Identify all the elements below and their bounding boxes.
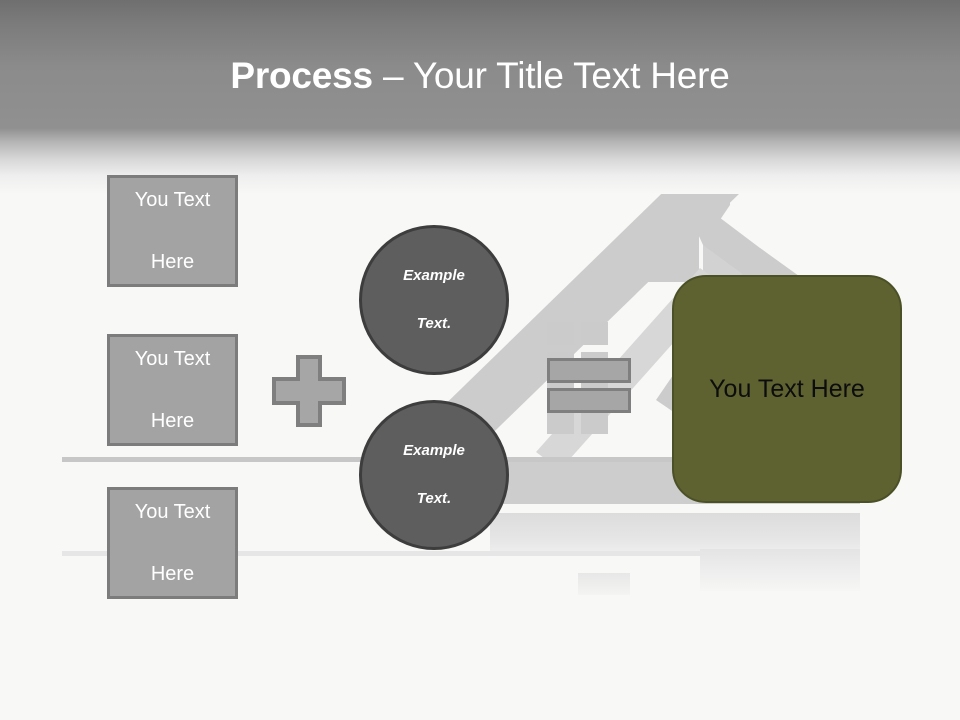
brick-bar-lower xyxy=(547,388,631,413)
grid-bricks-motif xyxy=(547,322,631,434)
decor-band-reflection-3 xyxy=(578,573,630,595)
brick-cell xyxy=(581,411,608,434)
result-box-label: You Text Here xyxy=(709,375,865,403)
brick-cell xyxy=(581,322,608,345)
decor-rule-lower xyxy=(62,551,702,556)
brick-cell xyxy=(547,322,574,345)
page-title-separator: – xyxy=(372,55,413,96)
brick-cell xyxy=(547,411,574,434)
page-title: Process – Your Title Text Here xyxy=(0,52,960,99)
plus-sign-shape[interactable] xyxy=(272,355,346,427)
page-title-bold: Process xyxy=(230,55,373,96)
decor-band-reflection-1 xyxy=(490,513,860,551)
title-band xyxy=(0,0,960,128)
plus-icon xyxy=(272,355,346,427)
brick-bar-upper xyxy=(547,358,631,383)
result-box[interactable]: You Text Here xyxy=(672,275,902,503)
decor-band-reflection-2 xyxy=(700,549,860,591)
page-title-rest: Your Title Text Here xyxy=(412,55,730,96)
